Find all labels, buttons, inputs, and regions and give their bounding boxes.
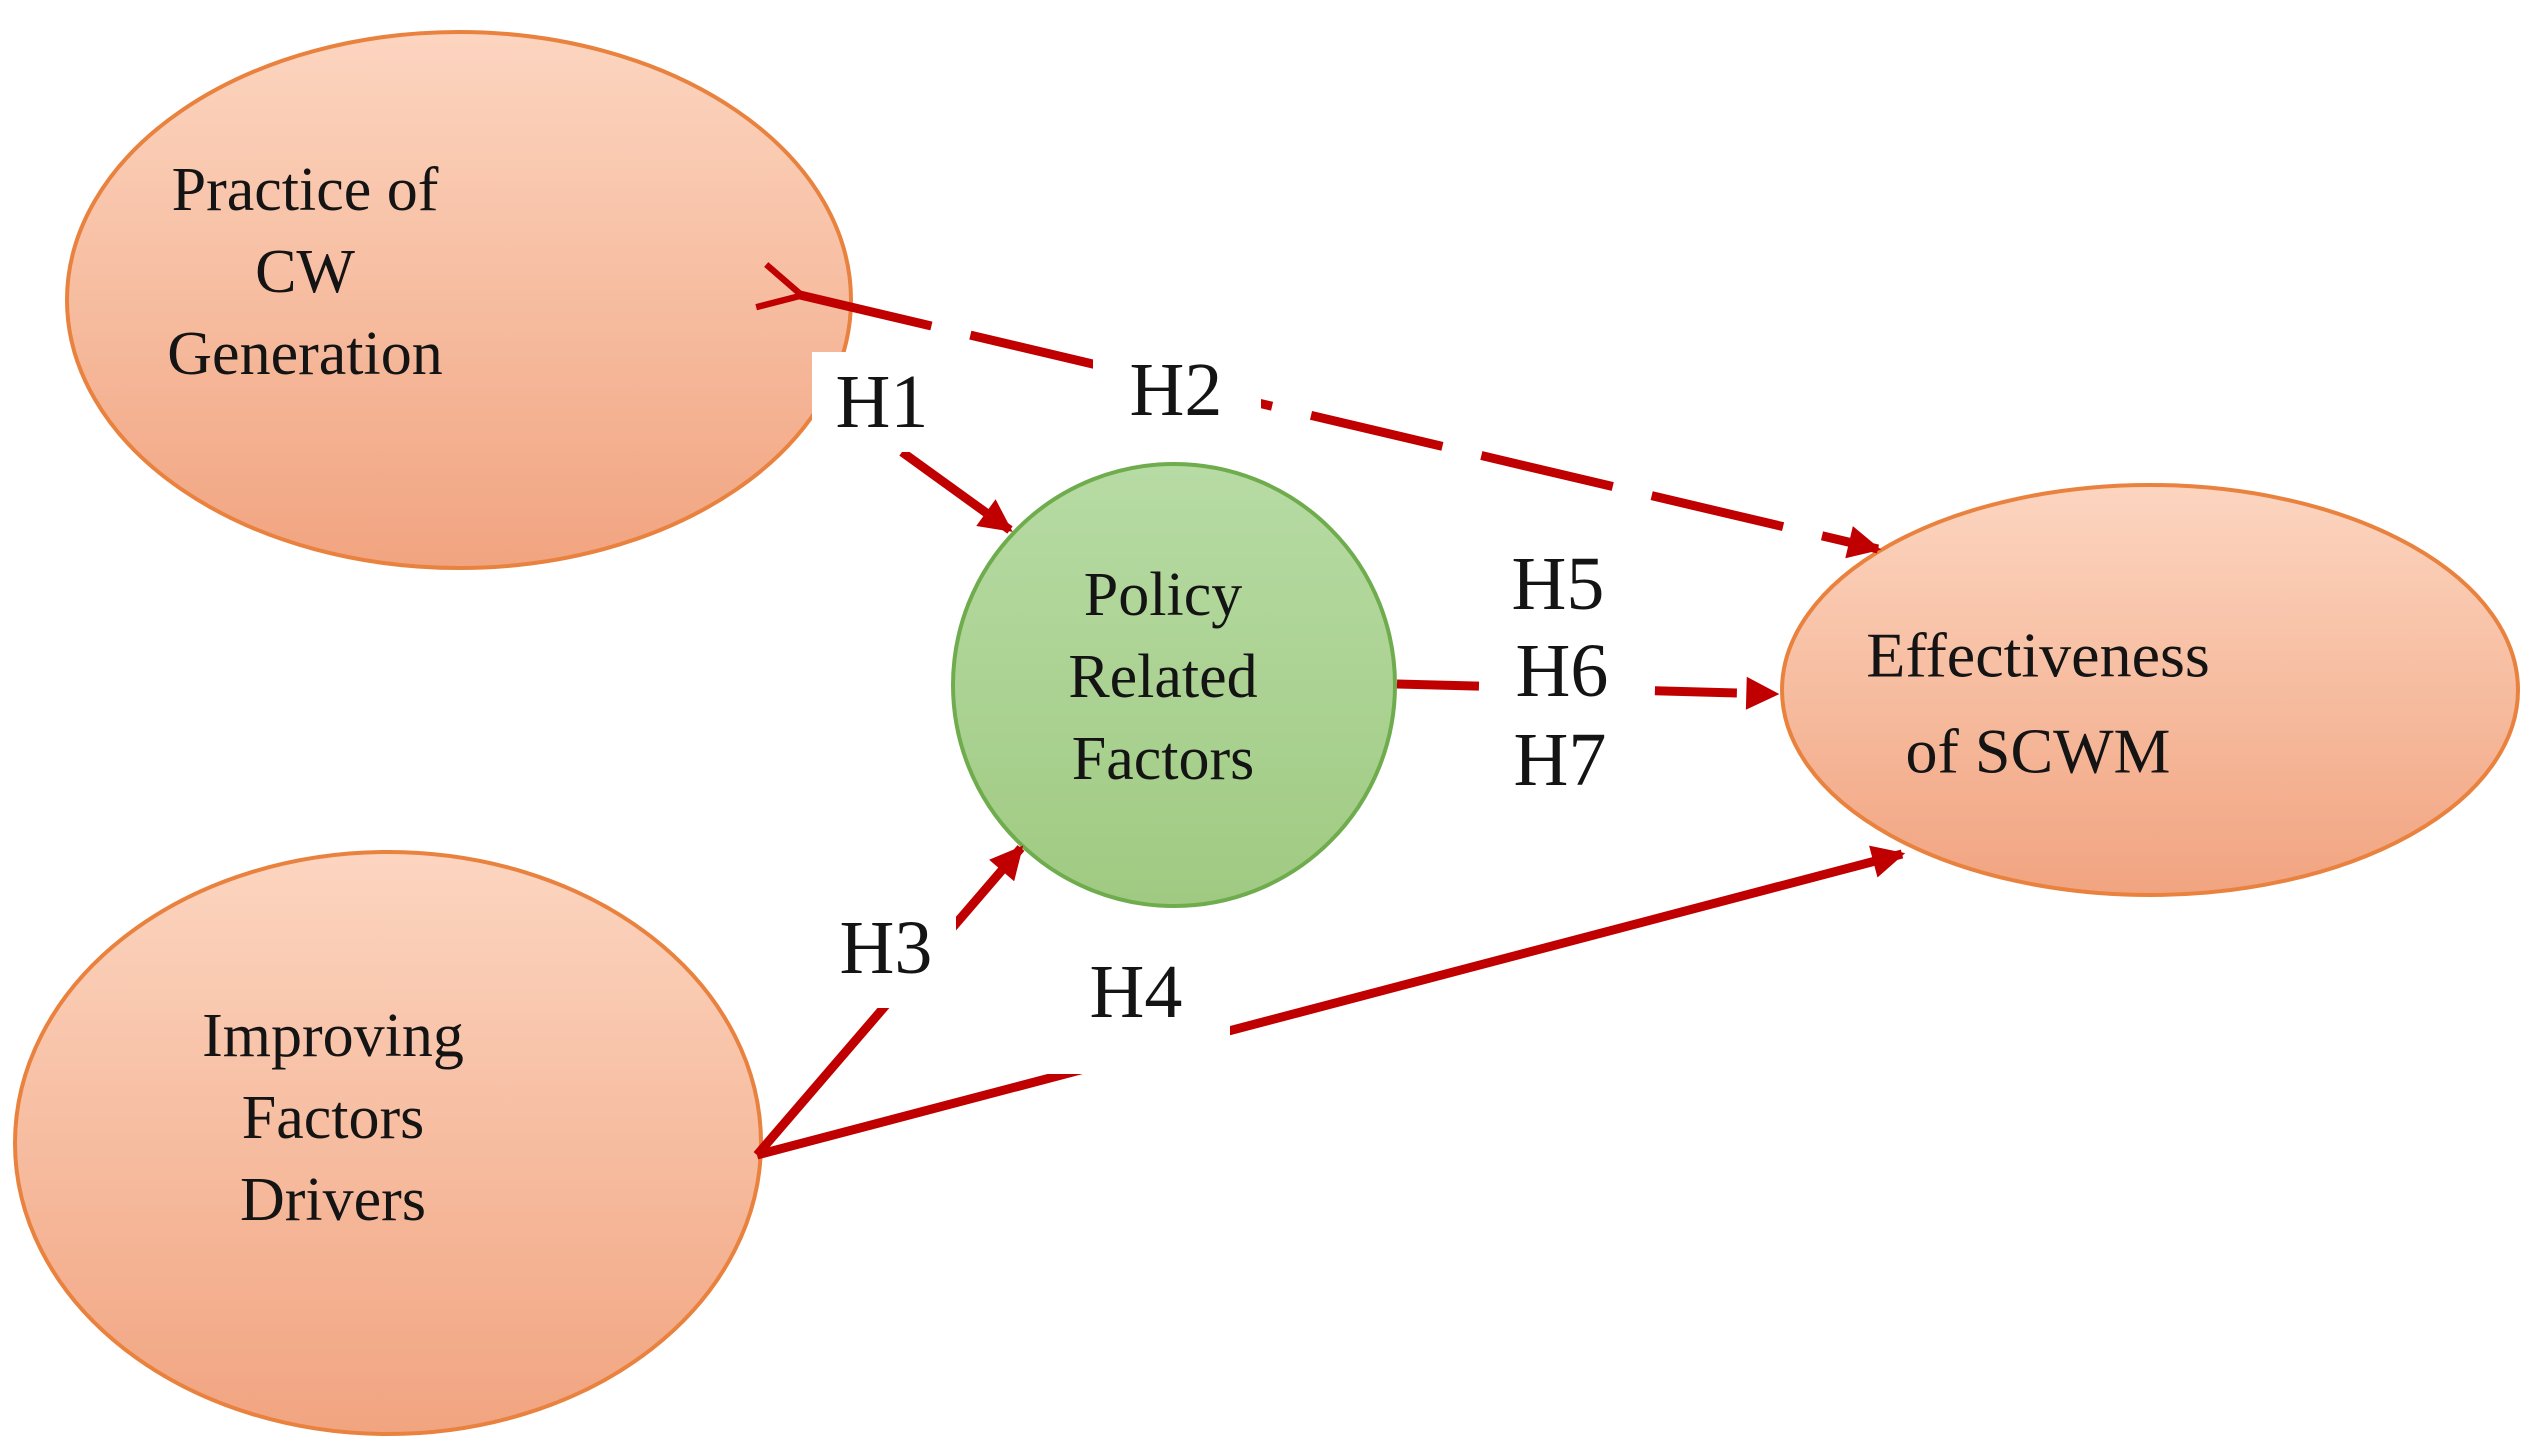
node-label-line: CW	[255, 238, 355, 306]
node-label-line: of SCWM	[1906, 716, 2171, 787]
label-h6: H6	[1516, 629, 1609, 713]
node-label-improving: Improving Factors Drivers	[202, 1002, 464, 1234]
node-label-line: Factors	[242, 1084, 425, 1152]
label-h1: H1	[836, 360, 929, 444]
label-plate-h2	[1093, 344, 1261, 440]
label-h5: H5	[1512, 542, 1605, 626]
node-improving-factors-drivers	[13, 850, 763, 1436]
node-label-line: Policy	[1084, 561, 1242, 629]
label-plate-h1	[812, 352, 952, 452]
node-label-line: Practice of	[172, 156, 439, 224]
label-h3: H3	[840, 906, 933, 990]
label-plate-h7	[1502, 718, 1620, 802]
node-label-line: Improving	[202, 1002, 464, 1070]
arrow-h5-h6-h7	[1396, 676, 1780, 710]
node-label-policy: Policy Related Factors	[1068, 561, 1257, 793]
arrow-h1	[899, 448, 1013, 534]
node-practice-of-cw-generation	[65, 30, 853, 570]
label-h4: H4	[1090, 950, 1183, 1034]
node-label-line: Generation	[167, 320, 442, 388]
node-label-practice: Practice of CW Generation	[167, 156, 442, 388]
label-plate-h4	[1040, 936, 1230, 1074]
arrow-h2	[800, 295, 1878, 549]
label-plate-h5	[1500, 540, 1620, 626]
label-h2: H2	[1130, 348, 1223, 432]
node-label-line: Drivers	[240, 1166, 426, 1234]
node-effectiveness-of-scwm	[1780, 483, 2520, 897]
node-label-effectiveness: Effectiveness of SCWM	[1866, 620, 2210, 787]
node-label-line: Effectiveness	[1866, 620, 2210, 691]
node-label-line: Related	[1068, 643, 1257, 711]
arrow-h4	[755, 845, 1906, 1160]
label-h7: H7	[1514, 718, 1607, 802]
label-plate-h6	[1504, 628, 1622, 714]
node-label-line: Factors	[1072, 725, 1255, 793]
label-plate-h3	[820, 890, 956, 1008]
